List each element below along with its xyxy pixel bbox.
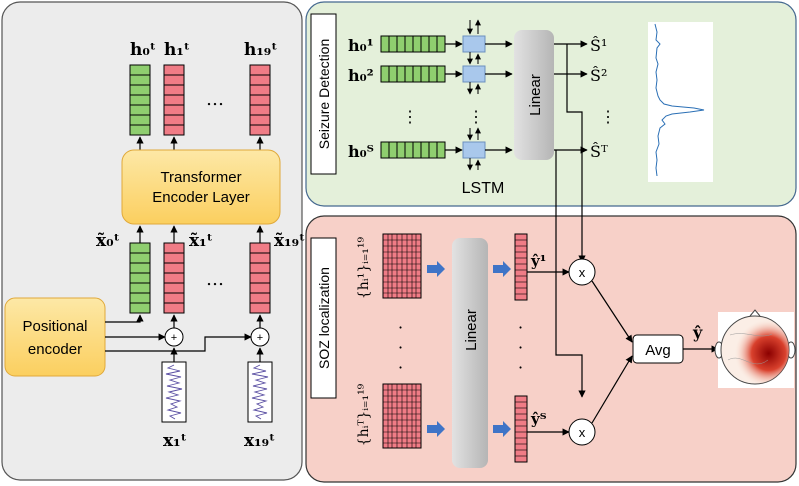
positional-label-line2: encoder bbox=[28, 341, 82, 358]
lstm-cell-2 bbox=[462, 65, 486, 83]
soz-title: SOZ localization bbox=[316, 267, 332, 369]
blue-arrow-linear-T bbox=[493, 421, 511, 437]
det-vdots-left: ⋮ bbox=[402, 107, 418, 126]
soz-dots-grid-2: · bbox=[398, 338, 403, 357]
transformer-encoder-layer bbox=[121, 149, 281, 225]
soz-linear-label: Linear bbox=[463, 309, 480, 351]
label-y-hat: ŷ bbox=[692, 323, 703, 342]
label-x19-tilde: x̃₁₉ᵗ bbox=[274, 231, 305, 251]
label-y1: ŷ¹ bbox=[530, 252, 546, 270]
soz-set-label-1: {hᵢ¹}ᵢ₌₁¹⁹ bbox=[356, 236, 372, 299]
output-ST: Ŝᵀ bbox=[590, 141, 608, 161]
label-x19: x₁₉ᵗ bbox=[244, 431, 275, 451]
label-h1: h₁ᵗ bbox=[164, 40, 190, 60]
positional-encoder bbox=[4, 297, 106, 377]
soz-output-vector-1 bbox=[514, 233, 528, 301]
detection-linear-label: Linear bbox=[527, 74, 544, 116]
soz-set-label-T: {hᵢᵀ}ᵢ₌₁¹⁹ bbox=[356, 383, 372, 446]
output-embedding-h1 bbox=[163, 64, 185, 136]
multiply-node-1 bbox=[568, 258, 596, 286]
soz-linear-layer bbox=[452, 238, 488, 468]
ellipsis-mid: … bbox=[206, 269, 224, 290]
plus-1: + bbox=[171, 332, 177, 344]
det-label-h0-2: h₀² bbox=[348, 66, 374, 85]
blue-arrow-grid-T bbox=[427, 421, 445, 437]
label-h0: h₀ᵗ bbox=[130, 40, 156, 60]
det-label-h0-T: h₀ᵀ bbox=[348, 142, 374, 161]
lstm-cell-T bbox=[462, 141, 486, 159]
label-yT: ŷᵀ bbox=[530, 410, 547, 428]
detection-linear-layer bbox=[514, 30, 554, 160]
soz-embedding-grid-1 bbox=[382, 233, 422, 299]
output-embedding-h19 bbox=[249, 64, 271, 136]
eeg-signal-x19 bbox=[247, 361, 273, 423]
plus-19: + bbox=[257, 332, 263, 344]
output-S1: Ŝ¹ bbox=[590, 35, 607, 55]
label-x0-tilde: x̃₀ᵗ bbox=[96, 231, 120, 251]
eeg-signal-x1 bbox=[161, 361, 187, 423]
input-embedding-x1 bbox=[163, 242, 185, 314]
soz-embedding-grid-T bbox=[382, 383, 422, 449]
soz-output-vector-T bbox=[514, 395, 528, 463]
seizure-detection-title-box bbox=[310, 13, 337, 175]
transformer-label-line2: Encoder Layer bbox=[152, 189, 250, 206]
soz-localization-panel bbox=[305, 215, 797, 483]
soz-dots-grid-3: · bbox=[398, 358, 403, 377]
lstm-label: LSTM bbox=[462, 180, 505, 197]
det-vdots-lstm: ⋮ bbox=[468, 107, 484, 126]
multiply-symbol-T: x bbox=[579, 425, 586, 440]
output-S2: Ŝ² bbox=[590, 65, 607, 85]
label-x1: x₁ᵗ bbox=[163, 431, 187, 451]
positional-label-line1: Positional bbox=[22, 318, 87, 335]
input-embedding-x19 bbox=[249, 242, 271, 314]
det-label-h0-1: h₀¹ bbox=[348, 36, 374, 55]
multiply-symbol-1: x bbox=[579, 265, 586, 280]
soz-dots-vec-2: · bbox=[518, 338, 523, 357]
det-embedding-row-1 bbox=[380, 35, 446, 53]
label-h19: h₁₉ᵗ bbox=[244, 40, 278, 60]
output-embedding-h0 bbox=[129, 64, 151, 136]
seizure-detection-title: Seizure Detection bbox=[316, 39, 332, 150]
soz-dots-vec-3: · bbox=[518, 358, 523, 377]
multiply-node-T bbox=[568, 418, 596, 446]
input-embedding-x0 bbox=[129, 242, 151, 314]
soz-head-topomap bbox=[714, 309, 796, 388]
soz-dots-vec-1: · bbox=[518, 318, 523, 337]
soz-title-box bbox=[310, 237, 337, 399]
ellipsis-top: … bbox=[206, 89, 224, 110]
det-embedding-row-2 bbox=[380, 65, 446, 83]
det-vdots-right: ⋮ bbox=[600, 107, 616, 126]
label-x1-tilde: x̃₁ᵗ bbox=[189, 231, 213, 251]
blue-arrow-linear-1 bbox=[493, 261, 511, 277]
blue-arrow-grid-1 bbox=[427, 261, 445, 277]
avg-label: Avg bbox=[645, 342, 671, 359]
lstm-cell-1 bbox=[462, 35, 486, 53]
seizure-probability-trace bbox=[648, 22, 713, 182]
soz-dots-grid-1: · bbox=[398, 318, 403, 337]
transformer-label-line1: Transformer bbox=[160, 169, 241, 186]
det-embedding-row-T bbox=[380, 141, 446, 159]
